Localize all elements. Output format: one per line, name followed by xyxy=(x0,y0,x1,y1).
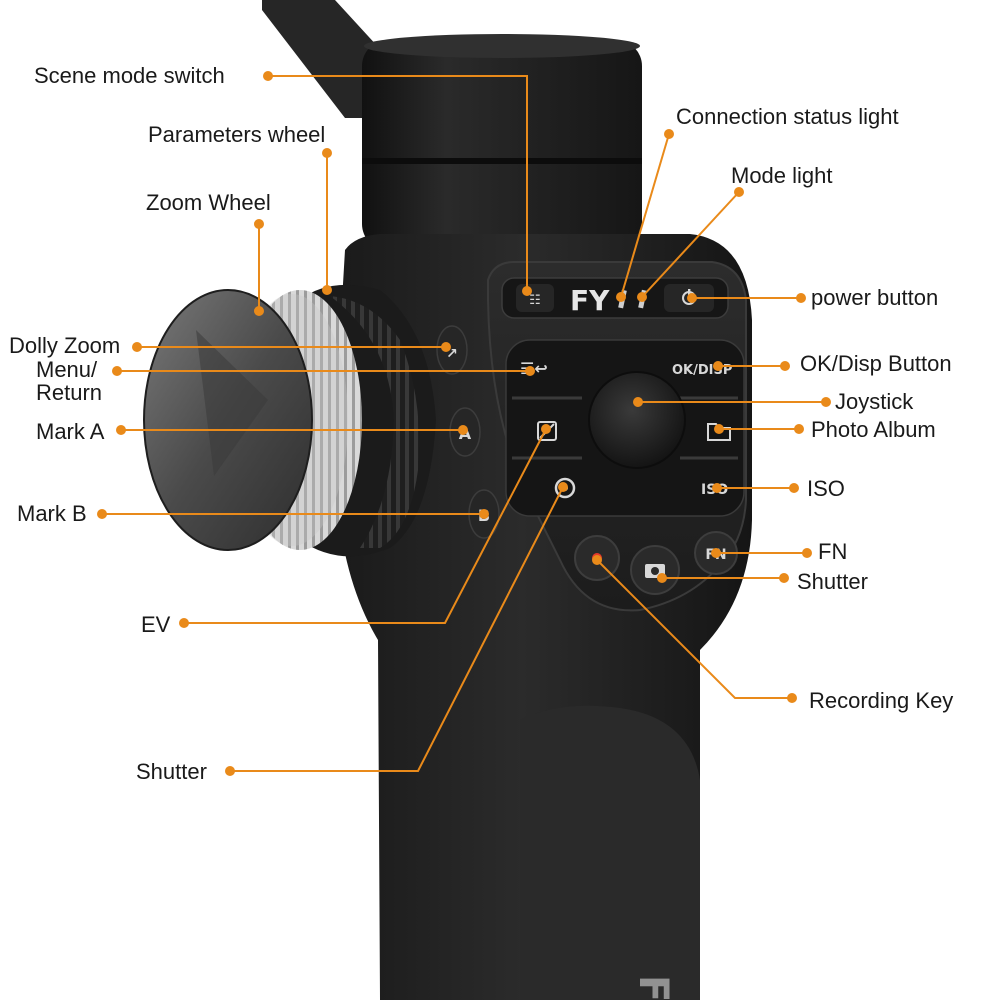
label-parameters-wheel: Parameters wheel xyxy=(148,122,326,147)
recording-key[interactable] xyxy=(574,535,620,581)
motor-housing xyxy=(362,40,642,250)
label-menu-return-line2: Return xyxy=(36,380,103,405)
label-ok-disp-button: OK/Disp Button xyxy=(800,351,952,376)
svg-text:☷: ☷ xyxy=(529,293,541,308)
mark-b-button[interactable]: B xyxy=(468,489,500,539)
label-photo-album: Photo Album xyxy=(811,417,936,442)
svg-text:↗: ↗ xyxy=(446,346,458,362)
label-shutter-right: Shutter xyxy=(797,569,868,594)
label-mode-light: Mode light xyxy=(731,163,833,188)
mark-a-button[interactable]: A xyxy=(449,407,481,457)
scene-mode-switch-button[interactable]: ☷ xyxy=(516,284,554,312)
menu-return-button[interactable]: ☰↩ xyxy=(520,359,548,378)
dolly-zoom-button[interactable]: ↗ xyxy=(436,325,468,375)
handle-logo: FY xyxy=(630,975,676,1000)
label-fn: FN xyxy=(818,539,848,564)
svg-text:A: A xyxy=(459,424,472,443)
label-mark-a: Mark A xyxy=(36,419,105,444)
svg-text:B: B xyxy=(478,506,490,525)
label-ev: EV xyxy=(141,612,171,637)
handle-grip xyxy=(520,705,700,1000)
label-connection-status-light: Connection status light xyxy=(676,104,899,129)
svg-text:ISO: ISO xyxy=(701,482,728,498)
label-scene-mode-switch: Scene mode switch xyxy=(34,63,225,88)
label-mark-b: Mark B xyxy=(17,501,87,526)
label-power-button: power button xyxy=(811,285,939,310)
label-menu-return-line1: Menu/ xyxy=(36,357,98,382)
label-shutter-left: Shutter xyxy=(136,759,207,784)
label-joystick: Joystick xyxy=(835,389,914,414)
label-recording-key: Recording Key xyxy=(809,688,954,713)
fn-button[interactable]: FN xyxy=(694,531,738,575)
svg-text:OK/DISP: OK/DISP xyxy=(672,363,732,378)
zoom-wheel[interactable] xyxy=(143,289,362,551)
svg-text:☰↩: ☰↩ xyxy=(520,359,548,378)
shutter-round-button[interactable] xyxy=(630,545,680,595)
ok-disp-button[interactable]: OK/DISP xyxy=(672,363,732,378)
label-zoom-wheel: Zoom Wheel xyxy=(146,190,271,215)
svg-text:FN: FN xyxy=(705,547,726,563)
joystick[interactable] xyxy=(588,371,686,469)
power-button[interactable] xyxy=(664,284,714,312)
label-iso: ISO xyxy=(807,476,845,501)
iso-button[interactable]: ISO xyxy=(701,482,728,498)
brand-logo: FY xyxy=(570,284,610,317)
label-dolly-zoom: Dolly Zoom xyxy=(9,333,121,358)
